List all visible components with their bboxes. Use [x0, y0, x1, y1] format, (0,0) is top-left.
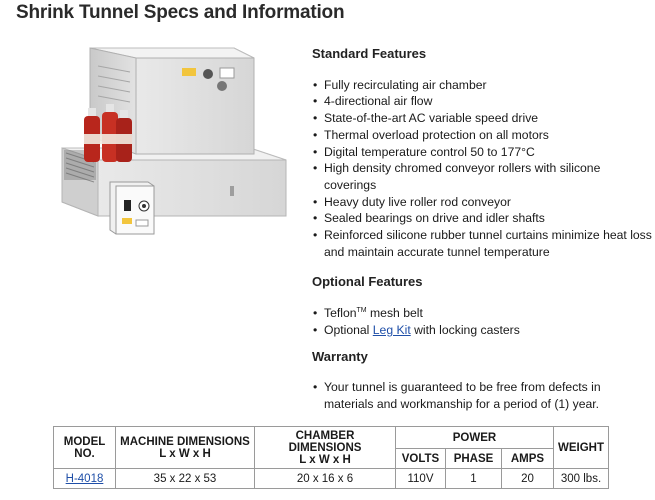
header-weight: WEIGHT	[553, 426, 609, 469]
list-item: Optional Leg Kit with locking casters	[312, 322, 652, 339]
leg-kit-prefix: Optional	[324, 322, 373, 337]
list-item: 4-directional air flow	[312, 93, 652, 110]
leg-kit-link[interactable]: Leg Kit	[372, 322, 411, 337]
cell-amps: 20	[501, 468, 554, 489]
header-model: MODEL NO.	[53, 426, 116, 469]
list-item: Digital temperature control 50 to 177°C	[312, 144, 652, 161]
page-title: Shrink Tunnel Specs and Information	[16, 2, 345, 23]
header-chamber-dimensions-label: CHAMBER DIMENSIONS	[288, 429, 362, 454]
header-power: POWER	[395, 426, 554, 449]
cell-model: H-4018	[53, 468, 116, 489]
warranty-heading: Warranty	[312, 348, 368, 364]
model-link[interactable]: H-4018	[65, 472, 104, 485]
header-chamber-dimensions-sub: L x W x H	[299, 453, 351, 466]
table-row: H-4018 35 x 22 x 53 20 x 16 x 6 110V 1 2…	[53, 468, 609, 489]
list-item: Fully recirculating air chamber	[312, 77, 652, 94]
list-item: High density chromed conveyor rollers wi…	[312, 160, 652, 193]
teflon-suffix: mesh belt	[366, 306, 423, 321]
trademark-mark: TM	[356, 307, 367, 315]
list-item: State-of-the-art AC variable speed drive	[312, 110, 652, 127]
optional-features-heading: Optional Features	[312, 274, 423, 290]
list-item: Reinforced silicone rubber tunnel curtai…	[312, 227, 652, 260]
standard-features-heading: Standard Features	[312, 46, 427, 61]
header-machine-dimensions-label: MACHINE DIMENSIONS	[120, 435, 250, 448]
features-column: Standard Features Fully recirculating ai…	[312, 46, 652, 413]
header-volts: VOLTS	[395, 448, 446, 469]
warranty-list: Your tunnel is guaranteed to be free fro…	[312, 379, 652, 412]
list-item: Sealed bearings on drive and idler shaft…	[312, 210, 652, 227]
cell-phase: 1	[445, 468, 502, 489]
header-machine-dimensions-sub: L x W x H	[159, 447, 211, 460]
cell-chamber-dimensions: 20 x 16 x 6	[254, 468, 396, 489]
list-item: Your tunnel is guaranteed to be free fro…	[312, 379, 652, 412]
cell-weight: 300 lbs.	[553, 468, 609, 489]
list-item: TeflonTM mesh belt	[312, 305, 652, 322]
cell-volts: 110V	[395, 468, 446, 489]
optional-features-list: TeflonTM mesh belt Optional Leg Kit with…	[312, 305, 652, 338]
teflon-text: Teflon	[324, 306, 357, 321]
header-amps: AMPS	[501, 448, 554, 469]
standard-features-list: Fully recirculating air chamber 4-direct…	[312, 77, 652, 261]
shrink-tunnel-photo	[61, 47, 287, 235]
list-item: Heavy duty live roller rod conveyor	[312, 194, 652, 211]
list-item: Thermal overload protection on all motor…	[312, 127, 652, 144]
header-phase: PHASE	[445, 448, 502, 469]
leg-kit-suffix: with locking casters	[410, 322, 520, 337]
cell-machine-dimensions: 35 x 22 x 53	[115, 468, 255, 489]
